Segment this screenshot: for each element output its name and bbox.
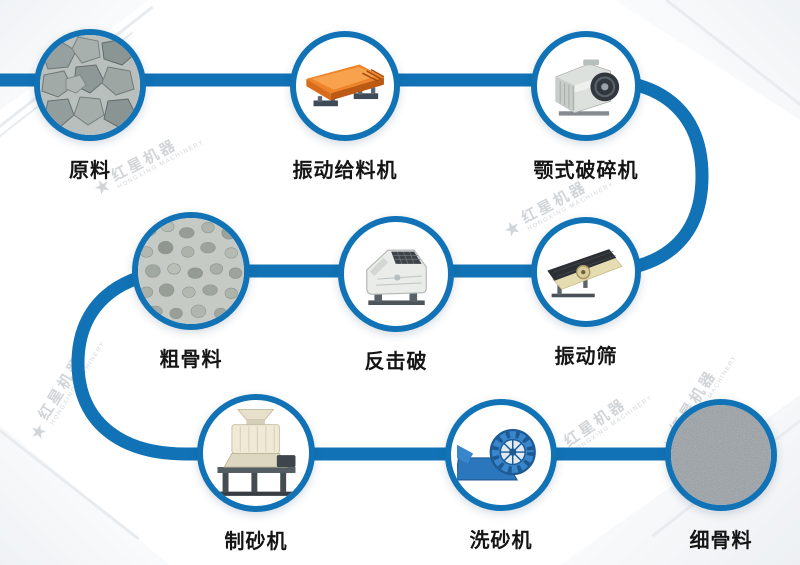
vibrating-screen-image — [531, 217, 641, 327]
sand-making-machine-icon — [217, 409, 296, 497]
impact-crusher-icon — [366, 249, 428, 306]
coarse-aggregate-photo — [138, 218, 244, 324]
node-label-jaw-crusher: 颚式破碎机 — [533, 160, 639, 182]
node-sand-making-machine: 制砂机 — [197, 394, 315, 553]
sand-washer-image — [445, 399, 557, 511]
node-label-vibrating-screen: 振动筛 — [554, 346, 618, 368]
node-label-sand-washer: 洗砂机 — [469, 530, 533, 552]
node-label-raw-material: 原料 — [69, 160, 111, 182]
raw-material-photo — [40, 35, 140, 135]
node-label-fine-aggregate: 细骨料 — [689, 530, 753, 552]
jaw-crusher-icon — [555, 59, 620, 116]
raw-material-image — [34, 29, 146, 141]
node-impact-crusher: 反击破 — [338, 216, 454, 373]
fine-aggregate-photo — [671, 405, 771, 505]
jaw-crusher-image — [531, 31, 641, 141]
vibrating-feeder-image — [290, 31, 400, 141]
fine-aggregate-image — [665, 399, 777, 511]
sand-making-machine-image — [197, 394, 315, 512]
node-label-sand-making-machine: 制砂机 — [224, 531, 288, 553]
node-label-vibrating-feeder: 振动给料机 — [292, 160, 398, 182]
node-fine-aggregate: 细骨料 — [665, 399, 777, 552]
node-coarse-aggregate: 粗骨料 — [132, 212, 250, 371]
vibrating-feeder-icon — [306, 64, 385, 107]
node-raw-material: 原料 — [34, 29, 146, 182]
node-vibrating-feeder: 振动给料机 — [290, 31, 400, 182]
node-label-coarse-aggregate: 粗骨料 — [159, 349, 223, 371]
sand-washer-icon — [457, 428, 536, 481]
coarse-aggregate-image — [132, 212, 250, 330]
node-vibrating-screen: 振动筛 — [531, 217, 641, 368]
impact-crusher-image — [338, 216, 454, 332]
vibrating-screen-icon — [547, 248, 623, 298]
node-label-impact-crusher: 反击破 — [364, 351, 428, 373]
node-sand-washer: 洗砂机 — [445, 399, 557, 552]
node-jaw-crusher: 颚式破碎机 — [531, 31, 641, 182]
